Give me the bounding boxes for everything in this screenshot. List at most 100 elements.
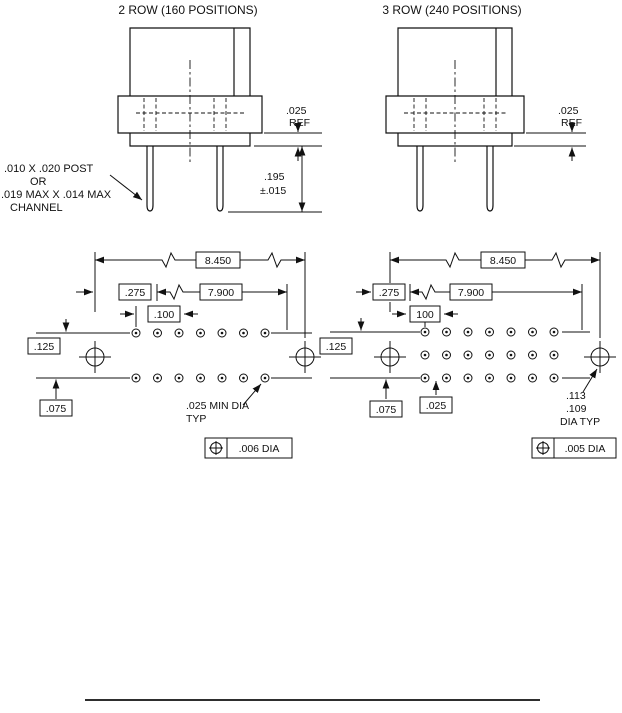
pad-center-dot [552,376,556,380]
pad-center-dot [199,376,202,380]
pad-center-dot [242,331,245,335]
pad-center-dot [423,353,427,357]
left-pin [146,146,154,212]
dim-box [372,283,406,301]
footprint-3row: 8.450 .275 7.900 100 .125 .075 .025 .113… [319,251,617,459]
dim-box [39,399,73,417]
pad-center-dot [552,330,556,334]
height-dim-text-1: .195 [264,171,285,183]
hole-note-line2: .109 [566,403,587,415]
post-note-line1: .010 X .020 POST [4,163,94,175]
pad-center-dot [509,376,513,380]
dim-box [409,305,441,323]
edge-offset-value: .275 [125,287,146,299]
pad-center-dot [531,353,534,357]
hidden-channel-lines [136,98,244,131]
pad-center-dot [488,353,491,357]
span-dim-left [410,283,450,301]
row-lines [36,332,312,379]
footprint-2row: 8.450 .275 7.900 .100 .125 .075 .025 MIN… [27,251,321,459]
pad-center-dot [156,376,159,380]
row-offset-top-value: .125 [326,341,347,353]
overall-width-value: 8.450 [490,255,516,267]
pad-center-dot [199,331,202,335]
pad-note-line2: TYP [186,413,206,425]
dim-box [147,305,181,323]
extension-lines [389,252,601,338]
pad-center-dot [177,331,181,335]
hole-note-line3: DIA TYP [560,416,600,428]
post-note-leader [109,174,143,201]
connector-body-outline [117,27,263,147]
title-2row: 2 ROW (160 POSITIONS) [118,3,257,17]
post-note-line4: CHANNEL [10,202,63,214]
position-tolerance-cross [536,441,550,455]
span-dim-left [157,283,200,301]
pad-center-dot [156,331,159,335]
pad-center-dot [466,376,470,380]
pad-center-dot [134,331,138,335]
pad-center-dot [488,330,491,334]
span-value: 7.900 [208,287,234,299]
row-gap-value: .025 [426,400,447,412]
pad-center-dot [445,353,448,357]
connector-body-outline [385,27,525,147]
pad-center-dot [445,330,448,334]
ref-dim-text-1: .025 [558,105,579,117]
pad-rows [420,327,559,383]
dim-box [419,396,453,414]
overall-dim-left [95,251,196,269]
hidden-channel-lines [404,98,506,131]
post-note-line3: .019 MAX X .014 MAX [1,189,112,201]
pad-center-dot [488,376,491,380]
ref-dim-text-1: .025 [286,105,307,117]
pad-center-dot [423,330,427,334]
extension-lines [514,132,586,147]
title-3row: 3 ROW (240 POSITIONS) [382,3,521,17]
feature-control-frame [531,437,617,459]
dim-box [199,283,243,301]
row-offset-bottom-value: .075 [46,403,67,415]
pad-center-dot [509,353,513,357]
side-view-2row: 2 ROW (160 POSITIONS) .025 REF .195 ±.01… [1,3,322,214]
extension-lines [94,252,306,338]
dim-box [27,337,61,355]
dim-box [449,283,493,301]
hole-note-line1: .113 [566,390,586,402]
pad-center-dot [445,376,448,380]
row-offset-top-value: .125 [34,341,55,353]
side-view-3row: 3 ROW (240 POSITIONS) .025 REF [382,3,586,212]
pad-center-dot [423,376,427,380]
right-pin [216,146,224,212]
tolerance-value: .006 DIA [239,443,280,455]
pitch-value: .100 [154,309,175,321]
pad-note-line1: .025 MIN DIA [186,400,249,412]
overall-width-value: 8.450 [205,255,231,267]
height-dim-text-2: ±.015 [260,185,286,197]
dim-box [369,400,403,418]
overall-dim-left [390,251,481,269]
edge-offset-value: .275 [379,287,400,299]
left-pin [416,146,424,212]
right-pin [486,146,494,212]
pad-center-dot [552,353,556,357]
pad-center-dot [466,330,470,334]
pad-center-dot [466,353,470,357]
extension-lines [228,132,322,213]
row-offset-bottom-value: .075 [376,404,397,416]
pad-center-dot [220,331,224,335]
position-tolerance-cross [209,441,223,455]
pad-center-dot [242,376,245,380]
pad-center-dot [531,330,534,334]
post-note-line2: OR [30,176,47,188]
mounting-hole-crosshairs [374,341,616,373]
dim-box [118,283,152,301]
overall-dim-right [525,251,600,269]
span-value: 7.900 [458,287,484,299]
pad-center-dot [531,376,534,380]
mounting-hole-crosshairs [79,341,321,373]
ref-dim-text-2: REF [289,117,310,129]
dim-box [319,337,353,355]
dim-box [480,251,526,269]
